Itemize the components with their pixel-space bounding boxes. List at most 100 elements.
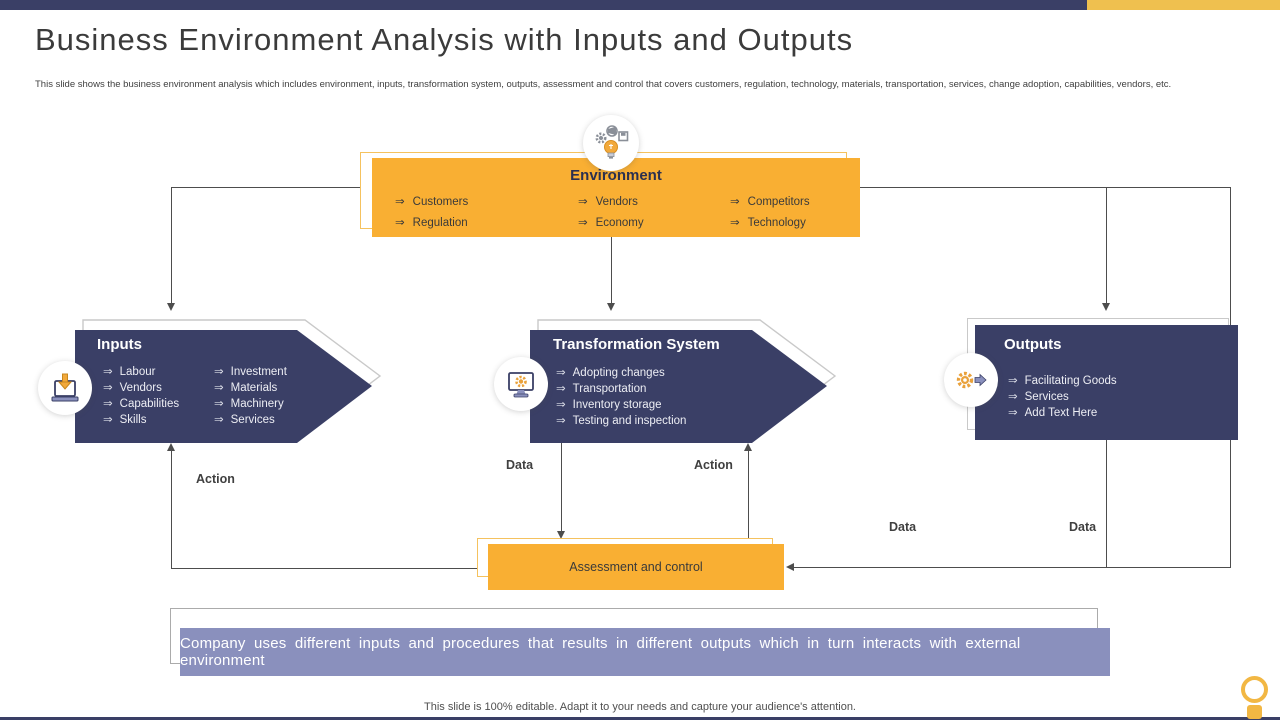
arrow-bullet-icon: ⇒ (1008, 391, 1018, 403)
connector-env-to-outputs (1106, 187, 1107, 303)
arrow-bullet-icon: ⇒ (556, 399, 566, 411)
arrowhead-transformation-icon (607, 303, 615, 311)
transformation-arrow-shape (530, 319, 837, 443)
inputs-title: Inputs (97, 336, 142, 353)
environment-title: Environment (570, 167, 662, 184)
arrowhead-loop-left-icon (167, 443, 175, 451)
arrowhead-outputs-icon (1102, 303, 1110, 311)
connector-loop-right-h (794, 567, 1231, 568)
editable-note: This slide is 100% editable. Adapt it to… (424, 701, 856, 713)
page-subtitle: This slide shows the business environmen… (35, 79, 1172, 90)
environment-item-label: Economy (595, 217, 644, 229)
arrow-bullet-icon: ⇒ (578, 196, 588, 208)
inputs-item-label: Machinery (230, 398, 284, 410)
inputs-item-label: Services (230, 414, 275, 426)
transformation-item-label: Adopting changes (572, 367, 665, 379)
flow-label-action-left: Action (196, 472, 235, 486)
assessment-box: Assessment and control (488, 544, 784, 590)
flow-label-data-right-outer: Data (1069, 520, 1097, 534)
arrowhead-action-up-icon (744, 443, 752, 451)
transformation-item-label: Inventory storage (572, 399, 662, 411)
environment-item-label: Regulation (412, 217, 468, 229)
transformation-item: ⇒ Adopting changes (556, 365, 665, 379)
transformation-item: ⇒ Transportation (556, 381, 646, 395)
top-bar-navy (0, 0, 1087, 10)
bottom-bar-navy (0, 717, 1280, 720)
arrow-bullet-icon: ⇒ (214, 414, 224, 426)
magnifier-handle-icon (1247, 705, 1262, 719)
arrow-bullet-icon: ⇒ (1008, 407, 1018, 419)
monitor-gear-icon (508, 372, 534, 398)
summary-banner: Company uses different inputs and proced… (180, 628, 1110, 676)
arrow-bullet-icon: ⇒ (578, 217, 588, 229)
inputs-item: ⇒ Materials (214, 380, 277, 394)
arrow-bullet-icon: ⇒ (556, 383, 566, 395)
outputs-item: ⇒ Services (1008, 389, 1069, 403)
arrow-bullet-icon: ⇒ (214, 366, 224, 378)
arrow-bullet-icon: ⇒ (556, 415, 566, 427)
connector-outputs-down-v (1106, 440, 1107, 567)
transformation-title: Transformation System (553, 336, 720, 353)
magnifier-icon (1241, 676, 1268, 703)
arrowhead-assessment-icon (786, 563, 794, 571)
inputs-icon-circle (38, 361, 92, 415)
inputs-item: ⇒Capabilities (103, 396, 179, 410)
arrowhead-data-down-icon (557, 531, 565, 539)
connector-action-up (748, 451, 749, 544)
inputs-item-label: Materials (230, 382, 278, 394)
outputs-icon-circle (944, 353, 998, 407)
inputs-item: ⇒ Vendors (103, 380, 162, 394)
arrow-bullet-icon: ⇒ (103, 398, 113, 410)
inputs-item-label: Skills (119, 414, 147, 426)
inputs-item-label: Labour (119, 366, 156, 378)
inputs-item-label: Vendors (119, 382, 162, 394)
inputs-item: ⇒ Investment (214, 364, 287, 378)
arrow-bullet-icon: ⇒ (730, 196, 740, 208)
arrow-bullet-icon: ⇒ (103, 382, 113, 394)
environment-item: ⇒ Economy (578, 215, 644, 229)
arrow-bullet-icon: ⇒ (214, 382, 224, 394)
connector-loop-left-v (171, 451, 172, 568)
transformation-item: ⇒ Inventory storage (556, 397, 662, 411)
inputs-item: ⇒ Services (214, 412, 275, 426)
inputs-item-label: Investment (230, 366, 287, 378)
assessment-label: Assessment and control (569, 560, 703, 574)
outputs-item-label: Services (1024, 391, 1069, 403)
environment-item: ⇒Customers (395, 194, 468, 208)
flow-label-data-mid: Data (506, 458, 534, 472)
environment-item: ⇒Competitors (730, 194, 810, 208)
transformation-item-label: Testing and inspection (572, 415, 687, 427)
arrowhead-inputs-icon (167, 303, 175, 311)
environment-item: ⇒Vendors (578, 194, 638, 208)
arrow-bullet-icon: ⇒ (103, 366, 113, 378)
connector-env-to-transformation (611, 237, 612, 303)
arrow-bullet-icon: ⇒ (395, 196, 405, 208)
arrow-bullet-icon: ⇒ (730, 217, 740, 229)
inputs-item: ⇒ Labour (103, 364, 155, 378)
outputs-item: ⇒ Facilitating Goods (1008, 373, 1117, 387)
flow-label-action-mid: Action (694, 458, 733, 472)
connector-data-down (561, 443, 562, 531)
environment-box (372, 158, 860, 237)
connector-loop-left-h (171, 568, 488, 569)
idea-bulb-icon (595, 125, 629, 159)
page-title: Business Environment Analysis with Input… (35, 22, 854, 57)
laptop-download-icon (51, 373, 79, 402)
transformation-item-label: Transportation (572, 383, 647, 395)
inputs-item: ⇒ Machinery (214, 396, 284, 410)
connector-env-right-h (860, 187, 1231, 188)
inputs-arrow-shape (75, 319, 382, 443)
environment-item: ⇒ Regulation (395, 215, 468, 229)
connector-env-to-inputs (171, 187, 172, 303)
arrow-bullet-icon: ⇒ (395, 217, 405, 229)
arrow-bullet-icon: ⇒ (556, 367, 566, 379)
arrow-bullet-icon: ⇒ (1008, 375, 1018, 387)
arrow-bullet-icon: ⇒ (103, 414, 113, 426)
arrow-bullet-icon: ⇒ (214, 398, 224, 410)
transformation-item: ⇒ Testing and inspection (556, 413, 686, 427)
outputs-item: ⇒Add Text Here (1008, 405, 1097, 419)
gear-arrow-icon (956, 371, 987, 389)
environment-item-label: Technology (747, 217, 806, 229)
outputs-item-label: Facilitating Goods (1024, 375, 1117, 387)
